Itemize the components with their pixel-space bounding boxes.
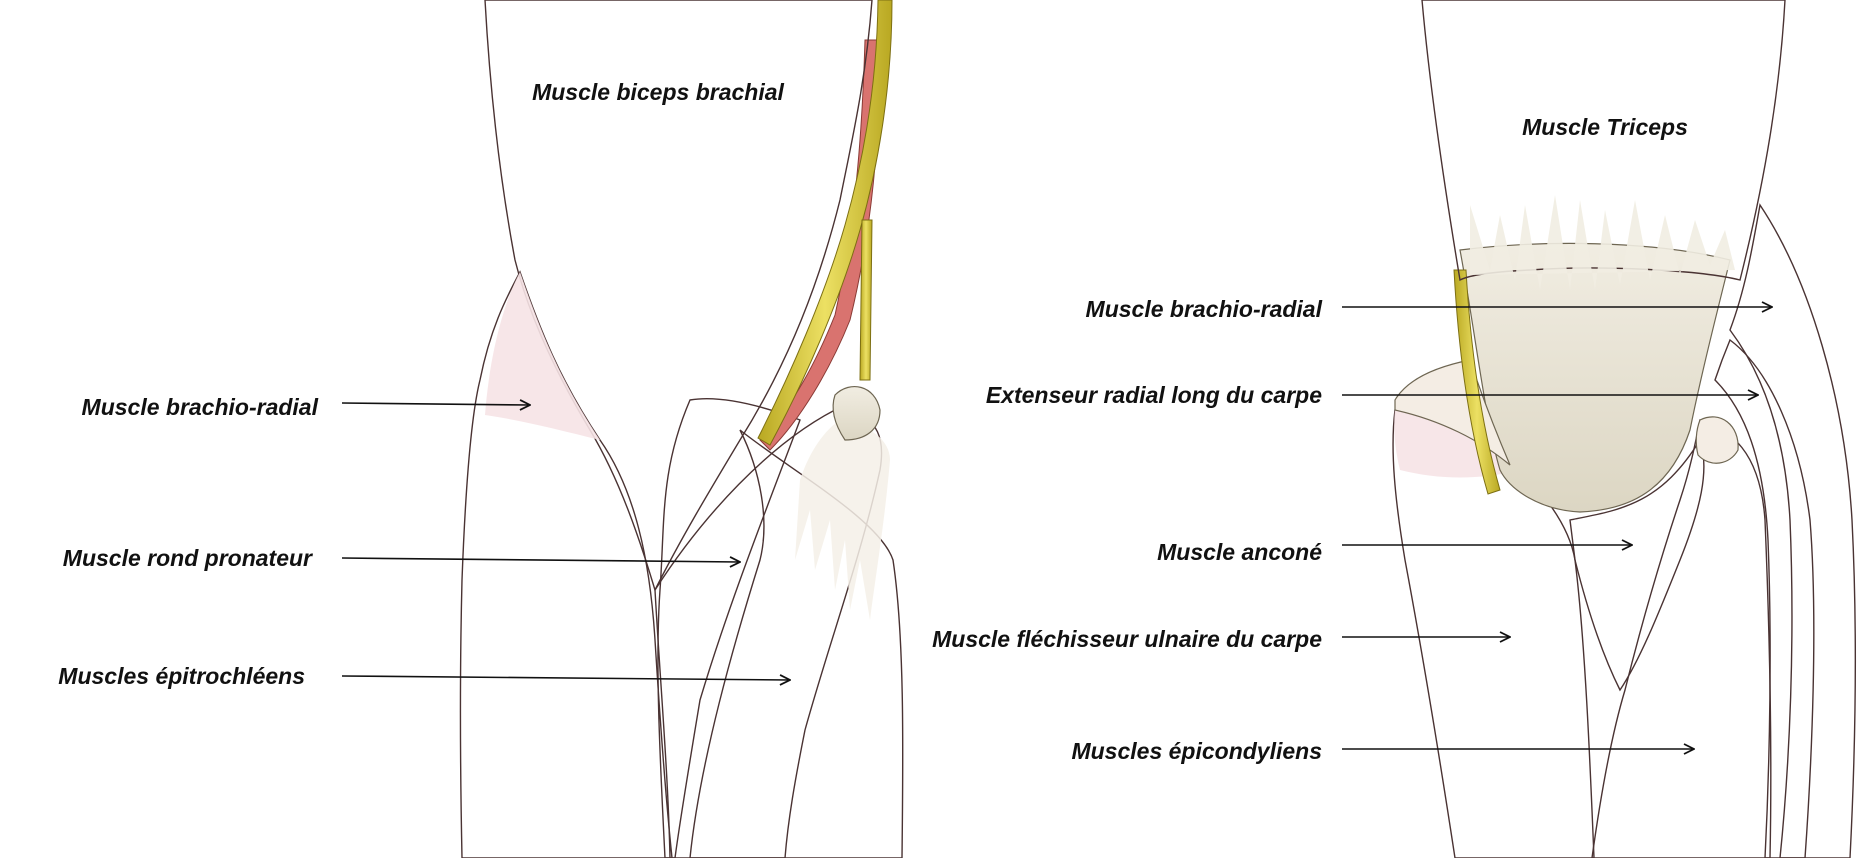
brachioradialis-highlight <box>485 272 600 440</box>
label-rond-pronateur: Muscle rond pronateur <box>63 545 313 571</box>
left-anterior-view: Muscle biceps brachial Muscle brachio-ra… <box>58 0 904 858</box>
label-extenseur-radial: Extenseur radial long du carpe <box>986 382 1322 408</box>
median-nerve <box>757 0 893 446</box>
anconeus-shape <box>1569 438 1705 692</box>
olecranon-right <box>1695 416 1739 464</box>
label-flechisseur-ulnaire: Muscle fléchisseur ulnaire du carpe <box>932 626 1322 652</box>
pronator-teres-shape <box>657 398 801 858</box>
medial-epicondyle <box>832 386 881 441</box>
label-triceps: Muscle Triceps <box>1522 114 1688 140</box>
triceps-fibers <box>1470 195 1735 290</box>
label-biceps-brachial: Muscle biceps brachial <box>532 79 784 105</box>
arrow-rond-pronateur <box>341 558 740 562</box>
epicondylian-muscles-shape <box>1591 419 1772 858</box>
forearm-muscle-shape <box>654 404 883 858</box>
triceps-shape <box>1421 0 1786 282</box>
brachioradialis-posterior-shape <box>1729 203 1857 858</box>
right-posterior-view: Muscle Triceps Muscle brachio-radial Ext… <box>932 0 1857 858</box>
label-brachioradial-left: Muscle brachio-radial <box>82 394 319 420</box>
arrow-epitrochleens <box>341 676 790 680</box>
biceps-shape <box>484 0 873 592</box>
nerve-branch <box>859 219 873 381</box>
radial-nerve <box>1453 269 1501 495</box>
epitrochlear-tendon <box>795 420 890 620</box>
arrow-brachioradial-left <box>341 403 530 405</box>
label-ancone: Muscle anconé <box>1157 539 1322 565</box>
label-epitrochleens: Muscles épitrochléens <box>58 663 305 689</box>
label-epicondyliens: Muscles épicondyliens <box>1071 738 1322 764</box>
extensor-radialis-shape <box>1714 338 1815 858</box>
label-brachioradial-right: Muscle brachio-radial <box>1086 296 1323 322</box>
